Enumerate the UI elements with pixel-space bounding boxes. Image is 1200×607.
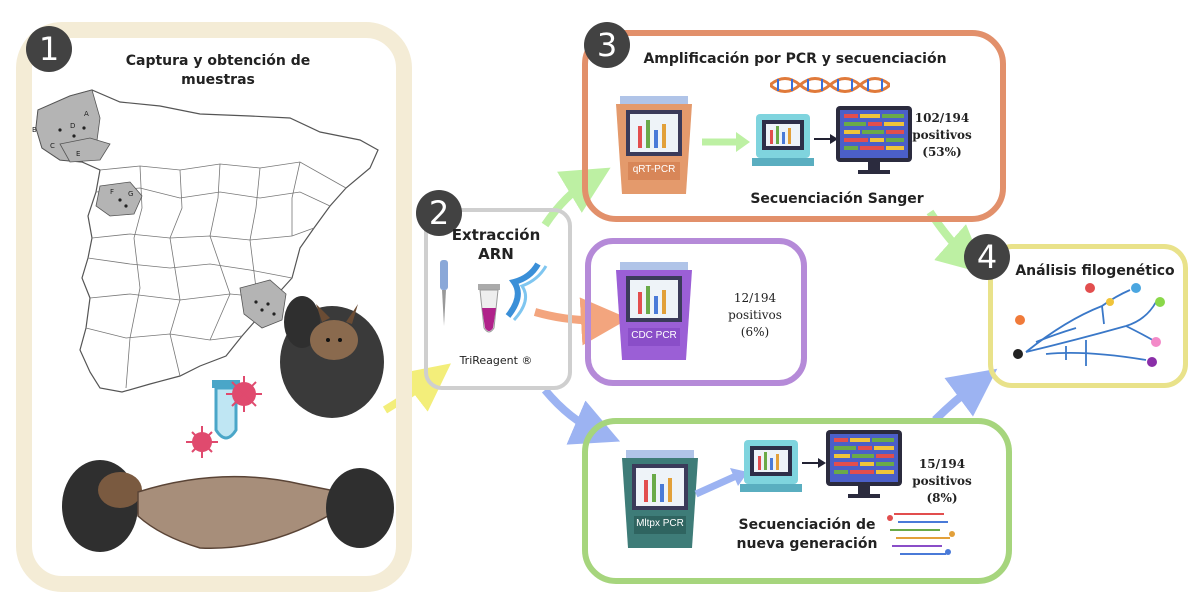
map-label-d: D [70, 122, 75, 130]
arrow-to-ngs-monitor [802, 458, 826, 468]
cdc-pcr-label: CDC PCR [631, 330, 677, 341]
step4-panel [988, 244, 1188, 388]
mltpx-pcr-label: Mltpx PCR [636, 518, 684, 529]
dna-helix-icon [770, 77, 890, 93]
arrow-ngs-to-4 [932, 368, 998, 423]
map-label-e: E [76, 150, 80, 158]
map-label-c: C [50, 142, 55, 150]
step1-panel [16, 22, 412, 592]
iberia-map: A B C D E F G [32, 89, 379, 393]
step2-reagent: TriReagent ® [459, 354, 533, 367]
ngs-monitor [826, 430, 902, 498]
sanger-sequencer [752, 114, 814, 166]
step4-title: Análisis filogenético [1015, 263, 1175, 279]
step3-method: Secuenciación Sanger [750, 191, 924, 207]
phylogenetic-tree [1013, 283, 1165, 367]
step1-badge: 1 [26, 26, 72, 72]
arrow-qrt-to-sequencer [702, 132, 750, 152]
step3-badge: 3 [584, 22, 630, 68]
ngs-sequencer [740, 440, 802, 492]
qrt-pcr-label: qRT-PCR [632, 164, 676, 175]
step2-panel [424, 208, 572, 390]
step3-panel [582, 30, 1006, 222]
cdc-pcr-panel [585, 238, 807, 386]
bat-wing-image [62, 460, 394, 552]
ngs-panel [582, 418, 1012, 584]
step3-title: Amplificación por PCR y secuenciación [643, 51, 947, 67]
rna-extraction-icons [440, 260, 548, 333]
sequence-monitor [836, 106, 912, 174]
mltpx-pcr-machine: Mltpx PCR [612, 450, 708, 550]
map-label-f: F [110, 188, 114, 196]
map-label-g: G [128, 190, 133, 198]
step2-badge: 2 [416, 190, 462, 236]
arrow-2-to-ngs [541, 387, 621, 445]
step4-badge: 4 [964, 234, 1010, 280]
arrow-mltpx-to-sequencer [694, 468, 748, 498]
virus-tube-icon [186, 376, 262, 458]
qrt-pcr-machine: qRT-PCR [606, 96, 702, 196]
bat-in-hand-image [280, 296, 384, 418]
map-label-a: A [84, 110, 89, 118]
cdc-pcr-machine: CDC PCR [606, 262, 702, 362]
arrow-to-monitor [814, 134, 838, 144]
ngs-reads-icon [887, 513, 955, 555]
map-label-b: B [32, 126, 37, 134]
